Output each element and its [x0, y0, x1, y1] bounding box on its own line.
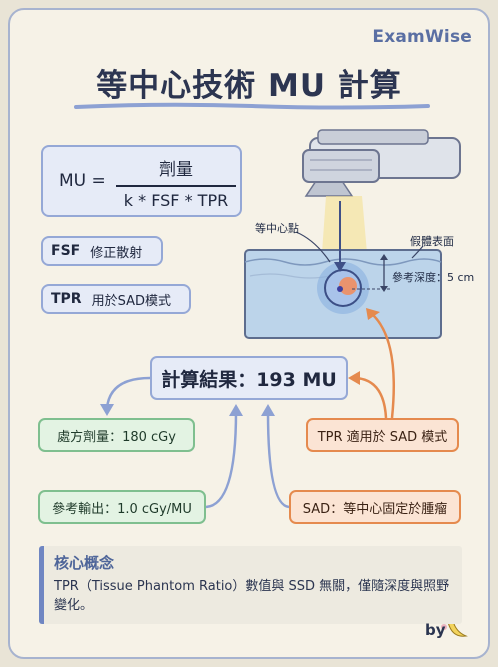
- sad-note-text: SAD：等中心固定於腫瘤: [302, 501, 448, 517]
- linac-gantry-icon: [302, 129, 461, 197]
- banana-icon: [441, 620, 468, 637]
- formula-fraction: 劑量 k * FSF * TPR: [116, 155, 236, 210]
- isocenter-point: [337, 286, 343, 292]
- tumor: [339, 277, 357, 295]
- tpr-desc: 用於SAD模式: [91, 293, 171, 309]
- formula-lhs: MU =: [59, 171, 106, 191]
- arrow-result-to-dose: [105, 376, 151, 409]
- tpr-mode-box: TPR 適用於 SAD 模式: [306, 418, 459, 452]
- tpr-key: TPR: [51, 291, 82, 307]
- arrow-output-to-result: [205, 411, 238, 509]
- prescribed-dose-text: 處方劑量：180 cGy: [57, 429, 176, 445]
- tpr-mode-text: TPR 適用於 SAD 模式: [317, 429, 448, 445]
- fsf-key: FSF: [51, 243, 81, 259]
- key-concept-panel: 核心概念 TPR（Tissue Phantom Ratio）數值與 SSD 無關…: [39, 546, 462, 624]
- concept-body: TPR（Tissue Phantom Ratio）數值與 SSD 無關，僅隨深度…: [54, 579, 450, 613]
- fsf-desc: 修正散射: [90, 245, 143, 261]
- title-underline: [74, 102, 430, 110]
- reference-depth-label: 參考深度：5 cm: [392, 271, 475, 284]
- fraction-bar: [116, 185, 236, 187]
- calculation-result: 計算結果：193 MU: [150, 356, 348, 400]
- reference-output-box: 參考輸出：1.0 cGy/MU: [38, 490, 206, 524]
- arrow-tpr-to-result: [355, 376, 388, 419]
- formula-numerator: 劑量: [159, 160, 193, 180]
- page-title: 等中心技術 MU 計算: [96, 68, 402, 104]
- reference-output-text: 參考輸出：1.0 cGy/MU: [52, 501, 192, 517]
- formula-denominator: k * FSF * TPR: [123, 190, 229, 210]
- isocenter-label: 等中心點: [255, 222, 299, 235]
- result-text: 計算結果：193 MU: [161, 368, 337, 391]
- tpr-definition: TPR 用於SAD模式: [41, 284, 191, 314]
- arrow-sad-to-result: [266, 411, 290, 509]
- formula-box: MU = 劑量 k * FSF * TPR: [41, 145, 242, 217]
- prescribed-dose-box: 處方劑量：180 cGy: [38, 418, 195, 452]
- sad-note-box: SAD：等中心固定於腫瘤: [289, 490, 461, 524]
- fsf-definition: FSF 修正散射: [41, 236, 163, 266]
- signature: by: [425, 621, 446, 639]
- brand-logo: ExamWise: [372, 27, 472, 47]
- concept-heading: 核心概念: [54, 554, 115, 572]
- phantom-surface-label: 假體表面: [410, 235, 454, 248]
- arrow-tpr-to-phantom: [371, 313, 395, 419]
